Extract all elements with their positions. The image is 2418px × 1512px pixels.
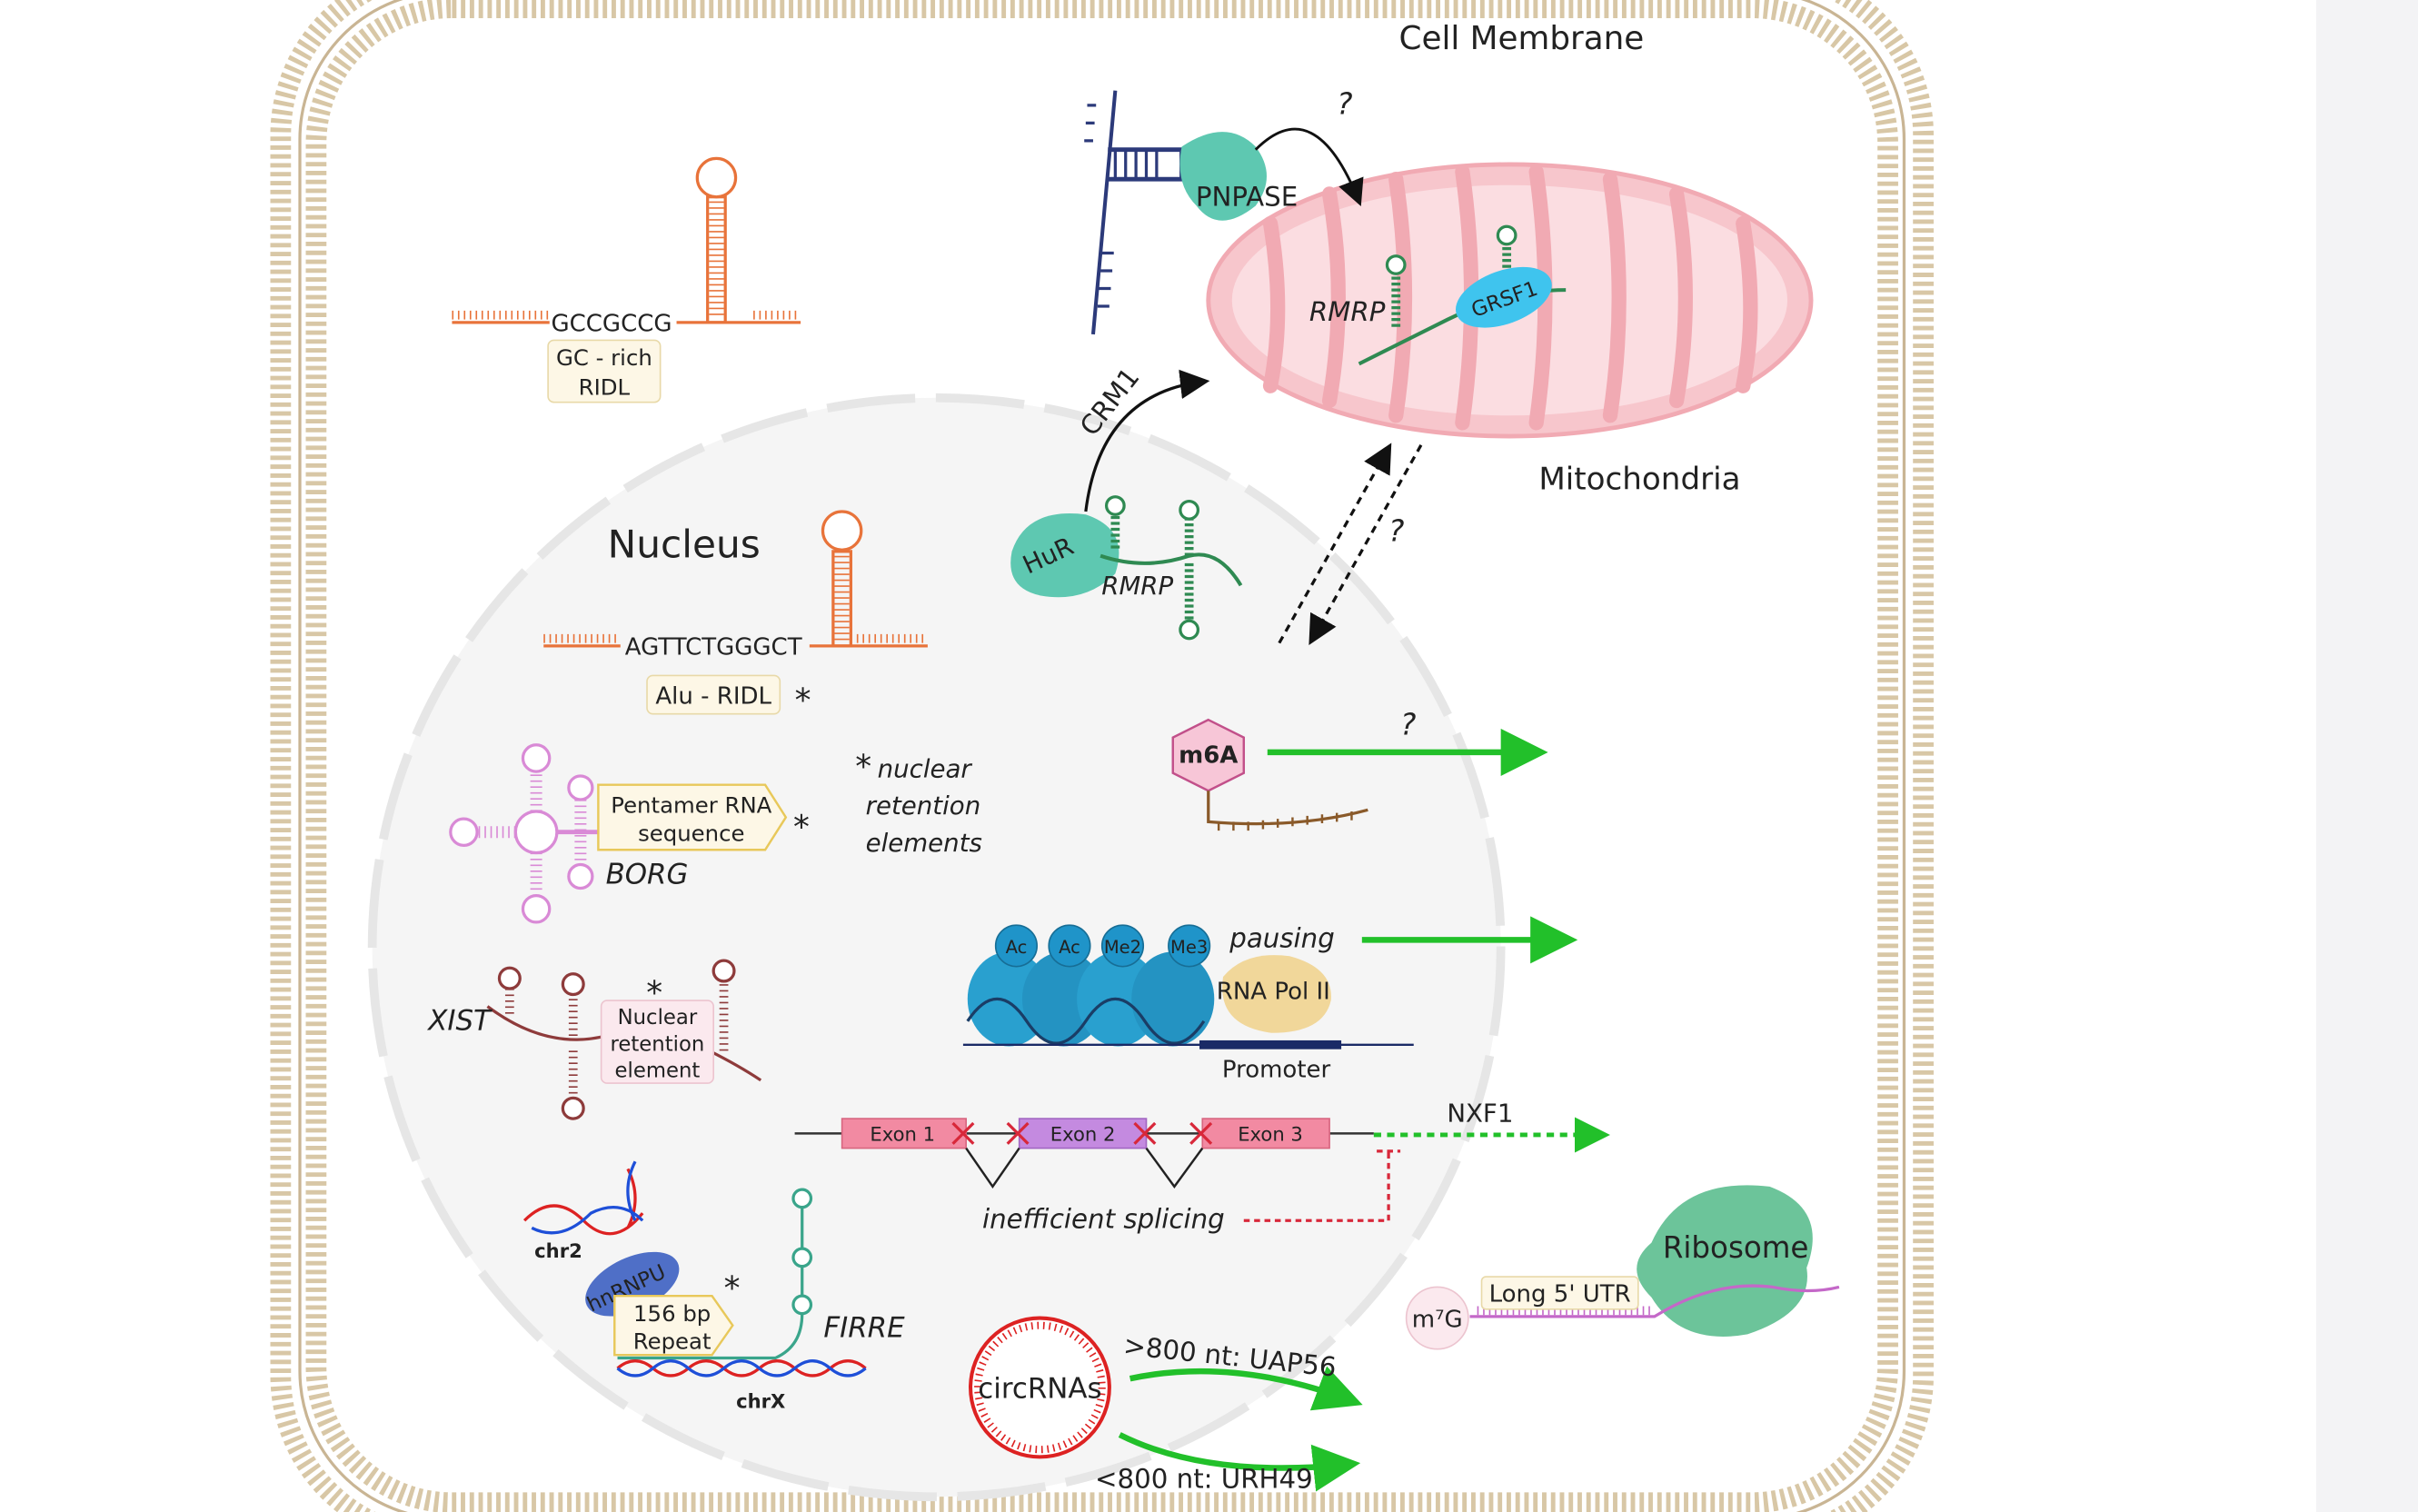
xist-box-line2: retention — [611, 1032, 705, 1056]
chrx-label: chrX — [736, 1390, 785, 1413]
splice-lines — [965, 1147, 1204, 1189]
hur-protein — [1010, 513, 1119, 598]
splicing-inhibition — [1243, 1149, 1401, 1222]
xist-label: XIST — [426, 1005, 493, 1038]
alu-rna — [543, 510, 928, 648]
exchange-question: ? — [1388, 513, 1404, 548]
pausing-label: pausing — [1229, 923, 1335, 954]
pnpase-import-arrow — [1254, 127, 1364, 207]
rna-pol-label: RNA Pol II — [1217, 978, 1330, 1005]
rna-pol-ii — [1222, 955, 1331, 1033]
rmrp-nuclear-label: RMRP — [1101, 571, 1173, 601]
alu-sequence: AGTTCTGGGCT — [625, 634, 802, 662]
mrna-strand — [1469, 1284, 1840, 1318]
nxf1-label: NXF1 — [1447, 1098, 1513, 1128]
mark-ac-1: Ac — [1006, 937, 1028, 958]
right-margin-panel — [2316, 0, 2418, 1512]
uap56-arrow — [1129, 1366, 1363, 1411]
exon-1-label: Exon 1 — [870, 1122, 935, 1145]
gc-label-line2: RIDL — [579, 374, 631, 401]
ribosome-label: Ribosome — [1663, 1230, 1809, 1265]
gc-sequence: GCCGCCG — [551, 311, 672, 338]
m7g-cap — [1405, 1286, 1469, 1350]
alu-label: Alu - RIDL — [655, 682, 771, 710]
circrna-ring — [969, 1316, 1111, 1459]
pnpase-question: ? — [1337, 87, 1352, 122]
ribosome — [1637, 1185, 1813, 1337]
m6a-label: m6A — [1179, 741, 1238, 769]
mark-me2: Me2 — [1104, 937, 1141, 958]
mitochondria-label: Mitochondria — [1538, 462, 1740, 498]
xist-box-line1: Nuclear — [618, 1006, 698, 1030]
firre-locus — [616, 1188, 867, 1378]
chr2-label: chr2 — [534, 1239, 582, 1262]
xist-box-line3: element — [615, 1059, 701, 1083]
pentamer-asterisk: * — [793, 809, 810, 846]
borg-rna — [449, 743, 599, 924]
m7g-label: m⁷G — [1412, 1306, 1463, 1333]
small-circ-label: <800 nt: URH49 — [1095, 1464, 1313, 1495]
exon-2-label: Exon 2 — [1050, 1122, 1116, 1145]
borg-label: BORG — [606, 859, 689, 891]
pentamer-line2: sequence — [638, 820, 744, 846]
nre-line1: nuclear — [878, 754, 973, 784]
nucleus-label: Nucleus — [608, 522, 761, 566]
promoter-label: Promoter — [1222, 1057, 1331, 1084]
m6a-question: ? — [1400, 707, 1416, 741]
gc-label-line1: GC - rich — [556, 344, 652, 371]
circrna-label: circRNAs — [978, 1372, 1101, 1405]
exon-1 — [841, 1118, 967, 1149]
promoter-bar — [1199, 1040, 1342, 1049]
firre-label: FIRRE — [823, 1312, 905, 1345]
exon-2 — [1018, 1118, 1148, 1149]
exon-3-label: Exon 3 — [1238, 1122, 1303, 1145]
pentamer-line1: Pentamer RNA — [611, 792, 771, 819]
crm1-export-arrow — [1084, 369, 1210, 512]
pnpase-complex — [1084, 90, 1267, 335]
alu-asterisk: * — [795, 681, 811, 719]
repeat-tag — [613, 1294, 734, 1357]
rmrp-mito-label: RMRP — [1309, 296, 1386, 327]
utr-label: Long 5' UTR — [1489, 1281, 1631, 1308]
nre-asterisk: * — [855, 749, 871, 786]
small-circ-arrow — [1118, 1432, 1361, 1492]
cell-membrane — [270, 0, 1934, 1512]
cell-diagram: Cell Membrane Nucleus Mitochondria RMRP … — [270, 0, 1934, 1512]
cell-membrane-label: Cell Membrane — [1399, 20, 1645, 57]
mark-ac-2: Ac — [1059, 937, 1080, 958]
gc-rich-rna — [452, 156, 801, 324]
repeat-line1: 156 bp — [633, 1300, 711, 1327]
firre-asterisk: * — [724, 1269, 741, 1307]
splice-block-marks — [951, 1121, 1213, 1145]
m6a-rna-bases — [1217, 811, 1353, 831]
nucleus-envelope — [367, 393, 1506, 1502]
exon-3 — [1201, 1118, 1330, 1149]
pnpase-label: PNPASE — [1196, 181, 1298, 212]
pentamer-tag — [597, 783, 788, 851]
nre-line3: elements — [866, 828, 982, 858]
nucleosome-array — [966, 951, 1215, 1047]
xist-label-box — [600, 1000, 714, 1084]
mark-me3: Me3 — [1170, 937, 1208, 958]
rmrp-nuclear-rna — [1100, 495, 1243, 641]
alu-label-box — [646, 674, 781, 715]
repeat-line2: Repeat — [633, 1328, 711, 1355]
utr-label-box — [1480, 1276, 1639, 1310]
splicing-label: inefficient splicing — [982, 1203, 1225, 1234]
gc-label-box — [547, 339, 662, 403]
nre-line2: retention — [866, 791, 981, 821]
histone-marks — [994, 924, 1211, 968]
chr2-dna — [522, 1160, 644, 1236]
mito-exchange-arrows — [1278, 443, 1423, 646]
